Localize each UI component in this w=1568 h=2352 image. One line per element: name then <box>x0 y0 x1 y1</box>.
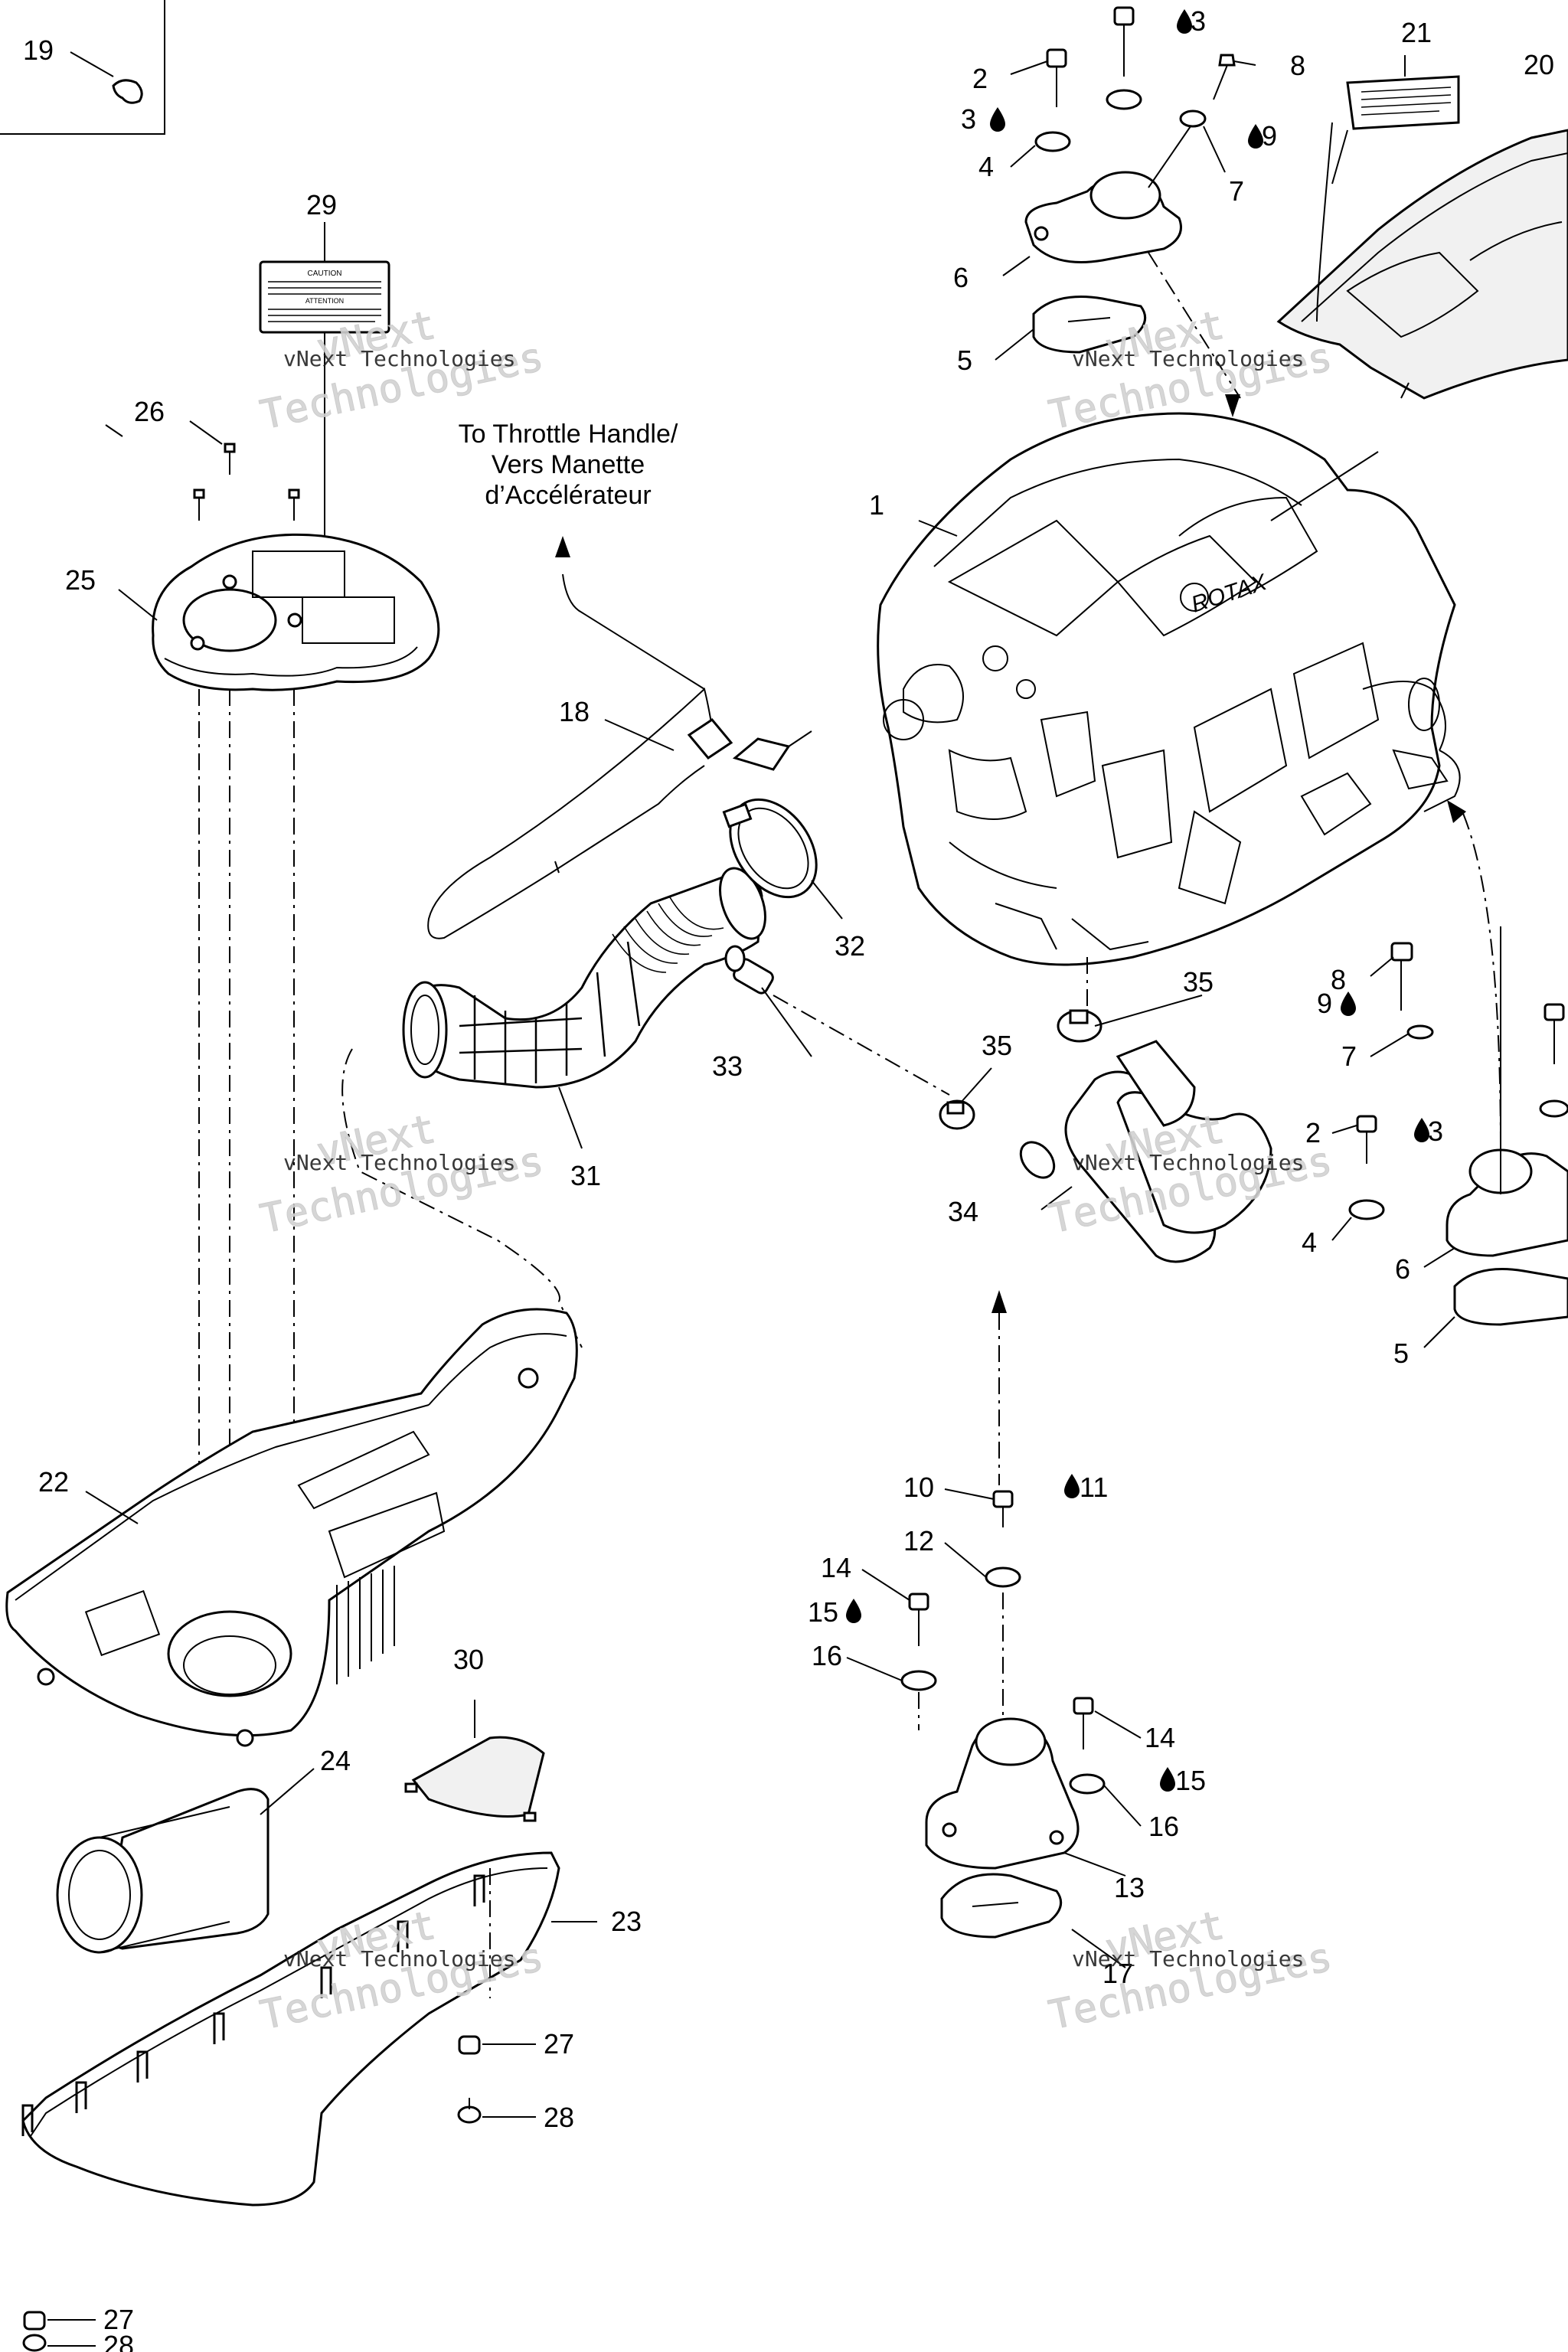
cable-part-18 <box>427 536 812 939</box>
watermark-small: vNext Technologies <box>283 346 515 371</box>
callout-7a: 7 <box>1229 175 1244 207</box>
clamp-part-32 <box>722 798 818 899</box>
callout-33: 33 <box>712 1050 743 1082</box>
callout-2b: 2 <box>1305 1117 1321 1148</box>
throttle-note-line-2: Vers Manette <box>492 450 645 479</box>
drop-icon <box>1064 1474 1080 1498</box>
callout-14b: 14 <box>1145 1722 1175 1753</box>
callout-26: 26 <box>134 396 165 427</box>
callout-19: 19 <box>23 34 54 66</box>
drop-icons <box>846 9 1429 1792</box>
callout-6a: 6 <box>953 262 969 293</box>
drop-icon <box>990 107 1005 132</box>
inset-box-part-19 <box>0 0 165 135</box>
watermark-small: vNext Technologies <box>1072 1946 1304 1971</box>
drop-icon <box>1414 1118 1429 1142</box>
callout-32: 32 <box>835 930 865 962</box>
callout-15a: 15 <box>808 1596 838 1628</box>
callout-35b: 35 <box>982 1030 1012 1061</box>
airbox-part-22 <box>5 1308 578 1747</box>
callout-18: 18 <box>559 696 590 727</box>
callout-5a: 5 <box>957 345 972 376</box>
callout-13: 13 <box>1114 1872 1145 1903</box>
callout-6b: 6 <box>1395 1253 1410 1285</box>
leader-20-to-cover <box>1316 122 1333 322</box>
callout-12: 12 <box>903 1525 934 1557</box>
engine-mount-right <box>1348 800 1568 1326</box>
engine-mount-top <box>1024 6 1241 417</box>
callout-10: 10 <box>903 1472 934 1503</box>
throttle-note: To Throttle Handle/ Vers Manette d’Accél… <box>459 420 678 510</box>
hardware-parts-27-28 <box>22 2035 482 2352</box>
decal-part-21 <box>1331 55 1460 185</box>
drop-icon <box>1248 124 1263 149</box>
decal-attention-text: ATTENTION <box>305 297 344 305</box>
engine-part-1: ROTAX <box>877 412 1461 966</box>
engine-mount-bottom <box>900 1290 1106 1939</box>
callout-1: 1 <box>869 489 884 521</box>
drop-icon <box>1177 9 1192 34</box>
leader-lines <box>47 60 1455 2347</box>
callout-3b: 3 <box>1191 5 1206 37</box>
callout-27a: 27 <box>544 2028 574 2060</box>
callout-8a: 8 <box>1290 50 1305 81</box>
cover-part-20 <box>1276 129 1568 400</box>
fitting-part-33 <box>724 945 950 1096</box>
callout-7b: 7 <box>1341 1040 1357 1072</box>
callout-4b: 4 <box>1302 1227 1317 1258</box>
callout-8b: 8 <box>1331 964 1346 995</box>
callout-3a: 3 <box>961 103 976 135</box>
callout-9a: 9 <box>1262 120 1277 152</box>
callout-11: 11 <box>1080 1472 1108 1503</box>
callout-34: 34 <box>948 1196 978 1227</box>
throttle-note-line-1: To Throttle Handle/ <box>459 420 678 449</box>
callout-25: 25 <box>65 564 96 596</box>
cover-part-25 <box>152 443 440 691</box>
lid-part-30 <box>404 1736 545 1822</box>
callout-4a: 4 <box>978 151 994 182</box>
drop-icon <box>846 1599 861 1623</box>
callout-31: 31 <box>570 1160 601 1191</box>
callout-30: 30 <box>453 1644 484 1675</box>
decal-part-29: CAUTION ATTENTION <box>259 222 390 612</box>
decal-caution-text: CAUTION <box>308 270 342 278</box>
watermark-small: vNext Technologies <box>283 1946 515 1971</box>
housing-part-23 <box>21 1851 560 2207</box>
throttle-note-line-3: d’Accélérateur <box>485 481 651 510</box>
callout-23: 23 <box>611 1906 642 1937</box>
callout-5b: 5 <box>1393 1338 1409 1369</box>
callout-16b: 16 <box>1148 1811 1179 1842</box>
hose-part-34 <box>939 957 1272 1263</box>
watermark-small: vNext Technologies <box>283 1150 515 1175</box>
drop-icon <box>1341 991 1356 1016</box>
callout-27b: 27 <box>103 2304 134 2335</box>
callout-3c: 3 <box>1428 1116 1443 1147</box>
callout-16a: 16 <box>812 1640 842 1671</box>
callout-9b: 9 <box>1317 988 1332 1019</box>
drop-icon <box>1160 1767 1175 1792</box>
callout-20: 20 <box>1524 49 1554 80</box>
callout-22: 22 <box>38 1466 69 1498</box>
callout-35a: 35 <box>1183 966 1214 998</box>
callout-15b: 15 <box>1175 1765 1206 1796</box>
hose-part-31 <box>402 867 766 1089</box>
callout-2a: 2 <box>972 63 988 94</box>
watermark-small: vNext Technologies <box>1072 346 1304 371</box>
duct-part-24 <box>56 1788 270 1954</box>
watermark-small: vNext Technologies <box>1072 1150 1304 1175</box>
callout-28a: 28 <box>544 2102 574 2133</box>
clip-part-19 <box>112 79 143 104</box>
callout-21: 21 <box>1401 17 1432 48</box>
callout-28b: 28 <box>103 2330 134 2352</box>
callout-29: 29 <box>306 189 337 220</box>
callout-14a: 14 <box>821 1552 851 1583</box>
callout-17: 17 <box>1102 1958 1133 1989</box>
callout-24: 24 <box>320 1745 351 1776</box>
callout-numbers: 19 29 26 25 18 22 30 24 23 27 28 27 28 3… <box>23 5 1554 2352</box>
